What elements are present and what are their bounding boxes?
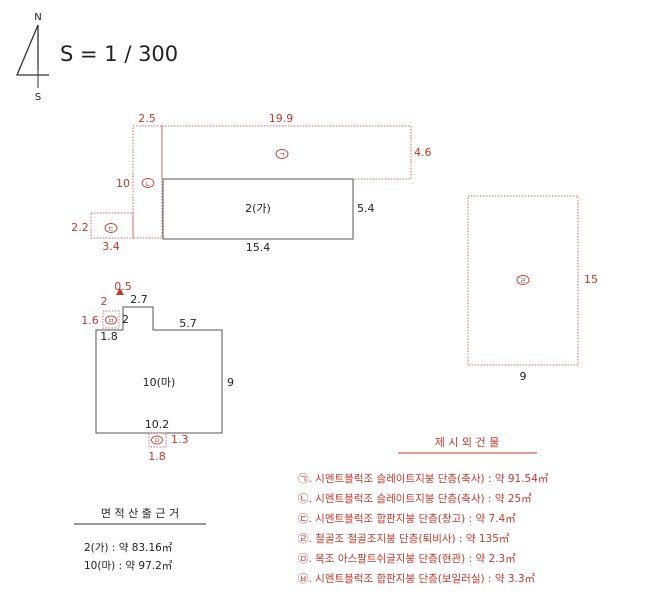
mark-mieum: ㅁ xyxy=(154,437,160,445)
building-rieul-outline xyxy=(467,195,579,366)
mark-bieup: ㅂ xyxy=(108,317,114,325)
building-digeut-outline xyxy=(90,212,134,239)
area-calc-row-2: 10(마) : 약 97.2㎡ xyxy=(84,560,173,572)
area-calc-title: 면 적 산 출 근 거 xyxy=(101,507,179,520)
north-arrow-icon xyxy=(16,24,49,88)
north-label: N xyxy=(34,12,41,23)
dim-digeut-left: 2.2 xyxy=(71,221,89,234)
mark-giyeok-circle xyxy=(275,149,289,159)
building-a-outline xyxy=(162,178,354,240)
dim-ma-top-small: 2.7 xyxy=(130,293,148,306)
building-bieup-outline xyxy=(102,310,120,329)
dim-giyeok-top: 19.9 xyxy=(269,112,294,125)
dim-ma-notch-left: 1.6 xyxy=(81,314,99,327)
mark-nieun: ㄴ xyxy=(145,180,151,188)
dim-nieun-left: 10 xyxy=(116,177,130,190)
mark-bieup-circle xyxy=(105,315,117,325)
excluded-row-6: ㉥. 시멘트블럭조 합판지붕 단층(보일러실) : 약 3.3㎡ xyxy=(298,572,536,585)
mark-rieul: ㄹ xyxy=(520,277,526,285)
mark-digeut-circle xyxy=(104,223,118,233)
dim-ma-top: 5.7 xyxy=(179,317,197,330)
area-calc-row-1: 2(가) : 약 83.16㎡ xyxy=(84,542,173,554)
mark-rieul-circle xyxy=(516,275,530,285)
building-a-label: 2(가) xyxy=(245,202,271,215)
scale-label: S = 1 / 300 xyxy=(60,42,178,66)
building-giyeok-outline xyxy=(161,125,412,180)
dim-giyeok-topleft: 2.5 xyxy=(138,112,156,125)
excluded-row-5: ㉤. 목조 아스팔트쉬글지붕 단층(현관) : 약 2.3㎡ xyxy=(298,553,516,565)
dim-a-right: 5.4 xyxy=(357,202,375,215)
dim-rieul-bottom: 9 xyxy=(520,370,527,383)
dim-rieul-right: 15 xyxy=(584,273,598,286)
dim-ma-notch-bottom: 1.8 xyxy=(100,330,118,343)
building-ma-outline xyxy=(95,306,223,434)
dim-ma-arrow: 0.5 xyxy=(114,280,132,293)
excluded-row-4: ㉣. 철골조 철골조지붕 단층(퇴비사) : 약 135㎡ xyxy=(298,533,510,545)
building-ma-label: 10(마) xyxy=(143,376,176,389)
mark-giyeok: ㄱ xyxy=(279,151,285,159)
excluded-row-2: ㉡. 시멘트블럭조 슬레이트지붕 단층(축사) : 약 25㎡ xyxy=(298,493,532,505)
dim-ma-right: 9 xyxy=(227,376,234,389)
mark-mieum-circle xyxy=(151,435,163,445)
building-nieun-outline xyxy=(132,125,163,239)
dim-mieum-right: 1.3 xyxy=(171,433,189,446)
dim-digeut-bottom: 3.4 xyxy=(102,240,120,253)
south-label: S xyxy=(35,92,41,103)
excluded-title: 제 시 외 건 물 xyxy=(435,436,500,449)
mark-digeut: ㄷ xyxy=(108,225,114,233)
dim-giyeok-right: 4.6 xyxy=(414,146,432,159)
dim-a-bottom: 15.4 xyxy=(246,241,271,254)
dim-ma-notch-right: 2 xyxy=(122,313,129,326)
building-mieum-outline xyxy=(148,432,167,448)
dim-mieum-bottom: 1.8 xyxy=(148,450,166,463)
excluded-row-3: ㉢. 시멘트블럭조 합판지붕 단층(창고) : 약 7.4㎡ xyxy=(298,513,516,525)
excluded-row-1: ㉠. 시멘트블럭조 슬레이트지붕 단층(축사) : 약 91.54㎡ xyxy=(298,473,549,485)
arrow-marker-icon xyxy=(116,288,124,295)
mark-nieun-circle xyxy=(141,178,155,188)
dim-ma-bottom: 10.2 xyxy=(145,418,170,431)
dim-ma-notch-top: 2 xyxy=(101,295,108,308)
